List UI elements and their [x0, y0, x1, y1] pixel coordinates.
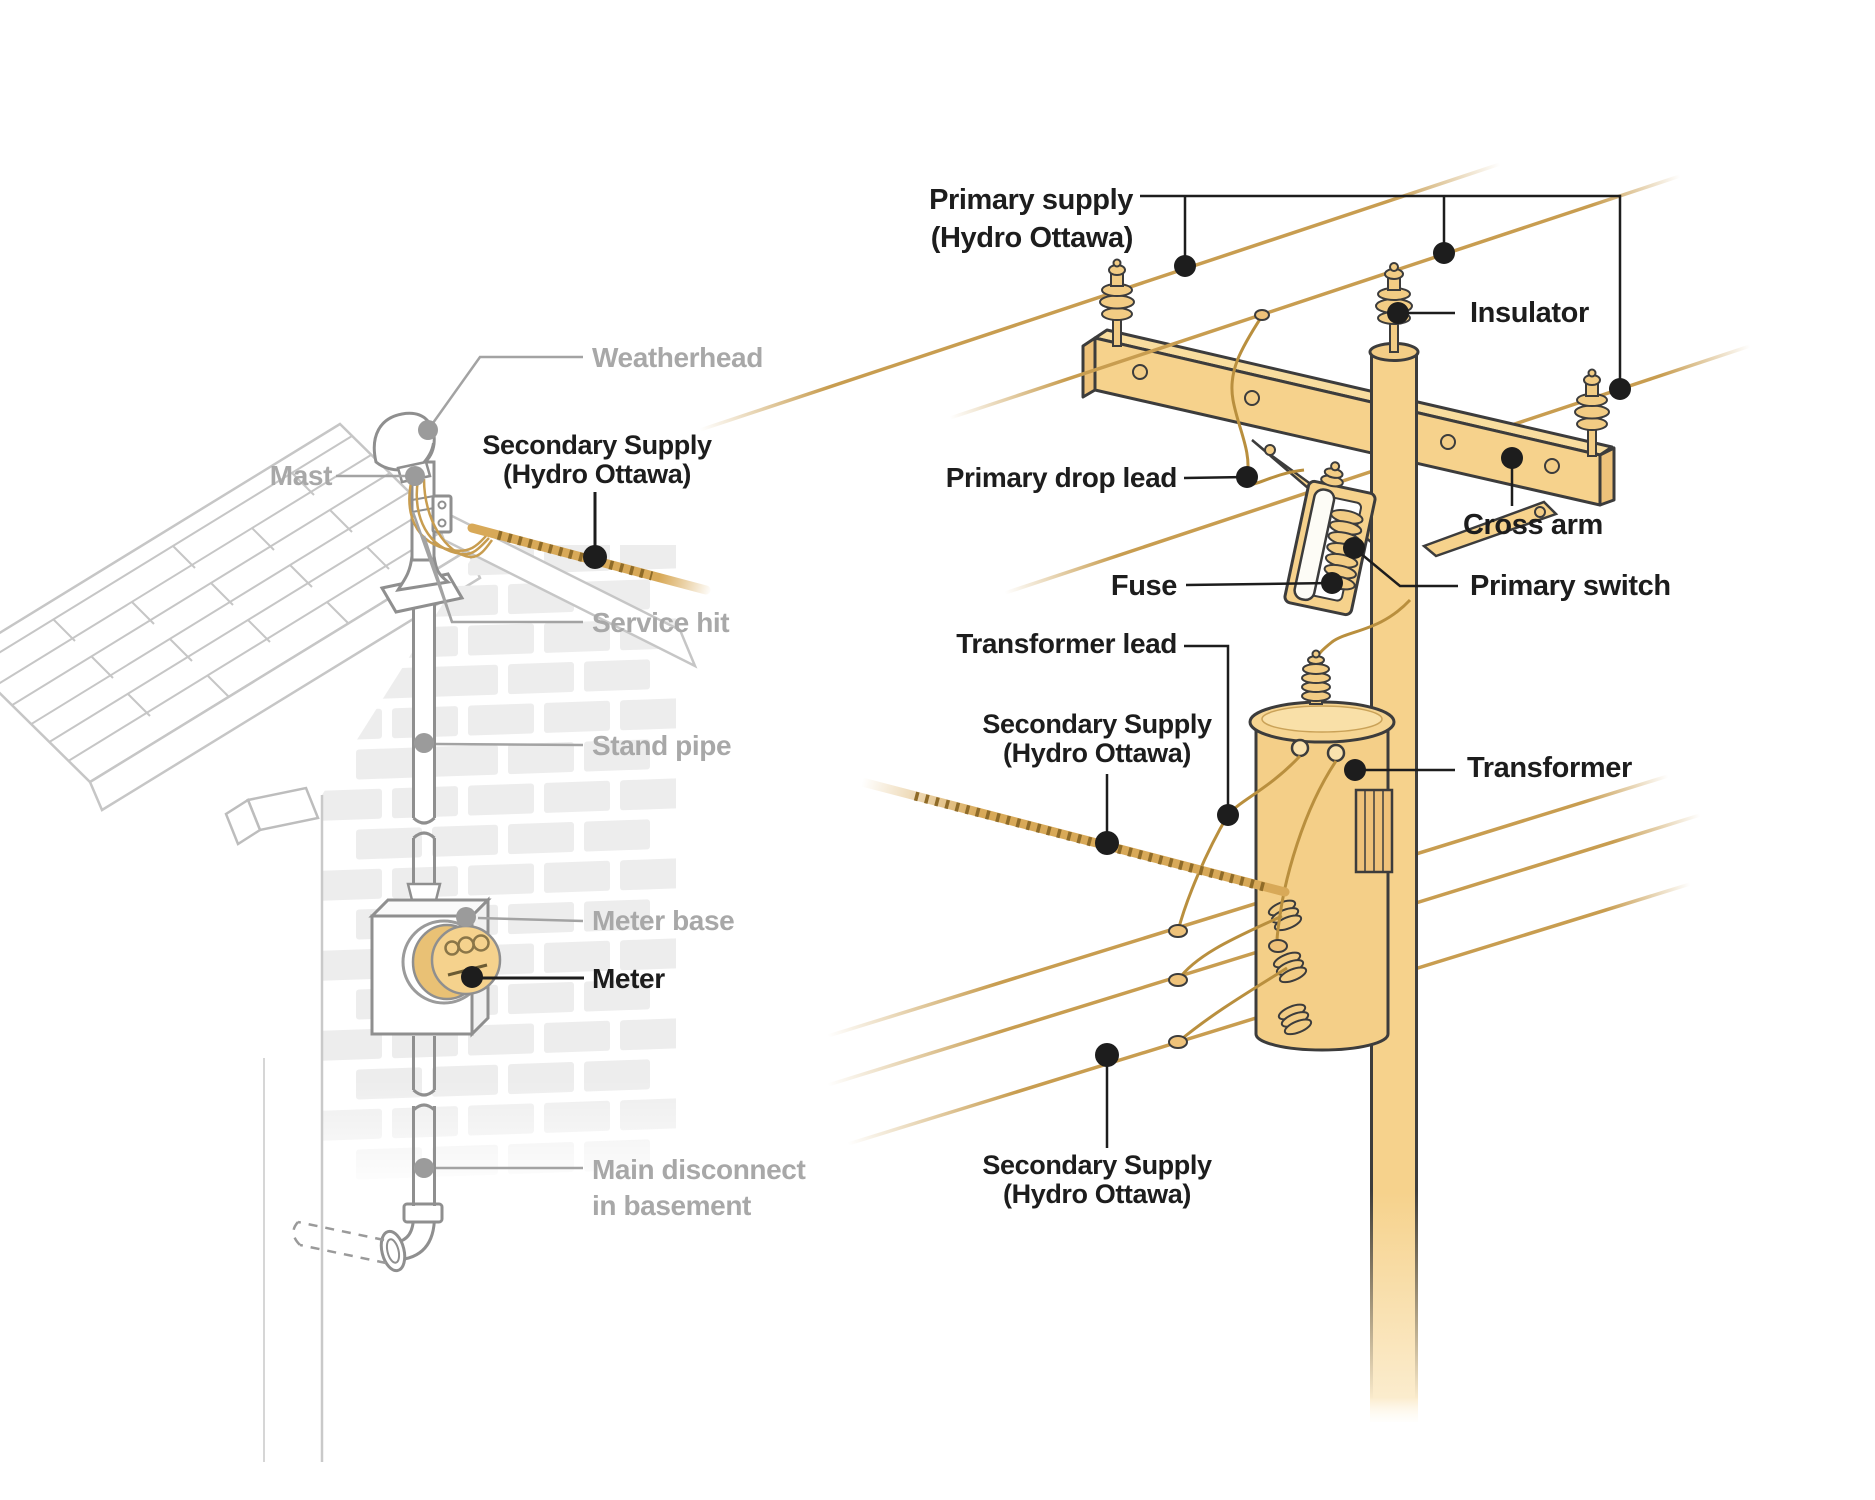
label-mast: Mast [269, 460, 333, 491]
right-label-pointers [1105, 194, 1622, 1148]
brick [468, 783, 534, 816]
pole-diagram [699, 162, 1751, 1422]
brick [468, 623, 534, 656]
brick-wall [263, 545, 682, 1462]
left-label-pointers [336, 355, 584, 1170]
left-black-pointers [480, 492, 597, 980]
label-secondary-supply-bottom-line2: (Hydro Ottawa) [1003, 1179, 1191, 1209]
service-hit-clamp [431, 494, 453, 534]
brick [508, 742, 574, 775]
brick [322, 868, 382, 901]
brick [432, 664, 498, 697]
brick [432, 744, 498, 777]
label-secondary-supply-mid-line1: Secondary Supply [982, 709, 1212, 739]
right-label-dots [1095, 242, 1631, 1067]
left-black-dots [461, 545, 607, 988]
brick [322, 948, 382, 981]
brick [620, 778, 676, 811]
brick [544, 1020, 610, 1053]
label-service-hit: Service hit [592, 607, 730, 638]
label-primary-drop-lead: Primary drop lead [945, 462, 1178, 493]
cross-arm-graphic [1081, 328, 1616, 507]
mast-graphic [372, 411, 465, 614]
brick [468, 863, 534, 896]
brick [620, 545, 676, 571]
brick [620, 1018, 676, 1051]
label-main-disconnect-line2: in basement [592, 1190, 751, 1221]
label-secondary-supply-mid: Secondary Supply(Hydro Ottawa) [966, 710, 1228, 768]
brick [620, 698, 676, 731]
brick [620, 858, 676, 891]
label-meter-base: Meter base [592, 905, 735, 936]
brick [356, 747, 422, 780]
insulator-left-icon [1099, 258, 1135, 347]
label-cross-arm: Cross arm [1463, 509, 1603, 541]
brick [322, 1028, 382, 1061]
brick [508, 822, 574, 855]
label-main-disconnect: Main disconnect in basement [592, 1152, 806, 1224]
label-secondary-supply-house: Secondary Supply(Hydro Ottawa) [462, 431, 732, 489]
primary-drop-lead-wire [1230, 309, 1305, 487]
brick [468, 1023, 534, 1056]
label-secondary-supply-bottom: Secondary Supply(Hydro Ottawa) [966, 1151, 1228, 1209]
label-fuse: Fuse [1110, 570, 1177, 602]
brick [322, 788, 382, 821]
transformer-graphic [1248, 598, 1412, 1052]
brick [356, 827, 422, 860]
secondary-supply-cable-pole [857, 777, 1290, 897]
label-weatherhead: Weatherhead [592, 342, 763, 373]
house-diagram [0, 355, 711, 1462]
label-transformer-lead: Transformer lead [956, 628, 1177, 659]
label-primary-supply: Primary supply (Hydro Ottawa) [903, 181, 1133, 257]
brick [468, 703, 534, 736]
brick [584, 739, 650, 772]
brick [584, 979, 650, 1012]
brick [508, 662, 574, 695]
brick [544, 620, 610, 653]
insulator-right-icon [1574, 368, 1610, 457]
label-stand-pipe: Stand pipe [592, 730, 732, 761]
transformer-top-bushing [1301, 649, 1331, 705]
label-secondary-supply-bottom-line1: Secondary Supply [982, 1150, 1212, 1180]
label-meter: Meter [592, 963, 665, 994]
brick [508, 902, 574, 935]
brick [544, 860, 610, 893]
label-secondary-supply-house-line1: Secondary Supply [482, 430, 712, 460]
brick [544, 780, 610, 813]
label-main-disconnect-line1: Main disconnect [592, 1154, 806, 1185]
left-label-dots [405, 420, 476, 1178]
brick [508, 982, 574, 1015]
brick [620, 938, 676, 971]
brick [584, 819, 650, 852]
brick [584, 659, 650, 692]
meter-graphic [411, 923, 502, 1001]
brick [544, 940, 610, 973]
brick [322, 708, 382, 741]
label-insulator: Insulator [1470, 297, 1589, 329]
primary-wire-2 [949, 174, 1681, 420]
label-primary-supply-line1: Primary supply [929, 184, 1133, 216]
brick [584, 899, 650, 932]
label-secondary-supply-mid-line2: (Hydro Ottawa) [1003, 738, 1191, 768]
brick [544, 700, 610, 733]
label-secondary-supply-house-line2: (Hydro Ottawa) [503, 459, 691, 489]
brick [432, 824, 498, 857]
label-transformer: Transformer [1467, 752, 1632, 784]
label-primary-supply-line2: (Hydro Ottawa) [930, 222, 1134, 254]
roof [0, 422, 482, 846]
label-primary-switch: Primary switch [1470, 570, 1671, 602]
